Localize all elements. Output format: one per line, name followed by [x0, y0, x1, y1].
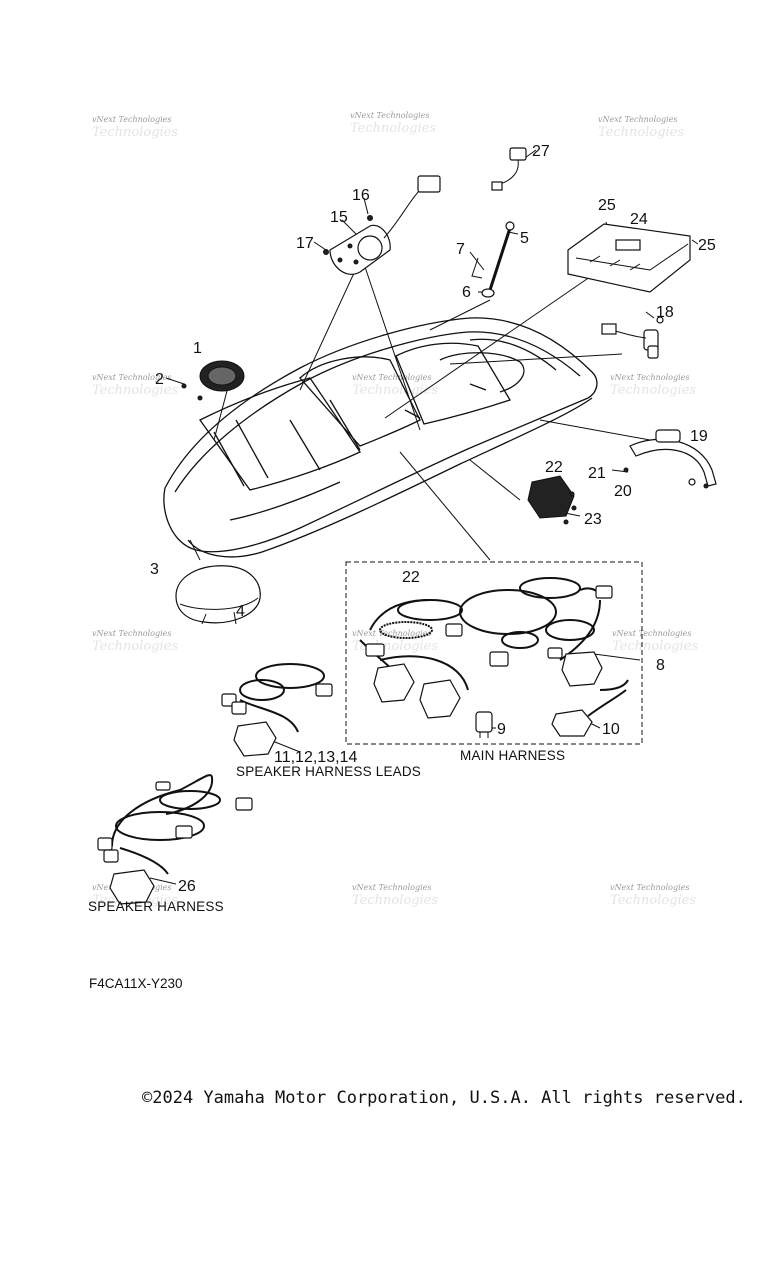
callout-26: 26 [178, 878, 196, 895]
svg-text:Technologies: Technologies [598, 125, 684, 140]
main-harness [359, 577, 629, 738]
main-harness-frame [345, 561, 643, 745]
captions: SPEAKER HARNESS LEADS MAIN HARNESS SPEAK… [88, 748, 565, 914]
callout-6: 6 [462, 284, 471, 301]
part-3-cover [175, 565, 261, 625]
svg-text:vNext Technologies: vNext Technologies [598, 115, 677, 124]
callout-1: 1 [193, 340, 202, 357]
callout-19: 19 [690, 428, 708, 445]
callout-17: 17 [296, 235, 314, 252]
svg-text:vNext Technologies: vNext Technologies [350, 111, 429, 120]
part-5-rod [471, 221, 515, 298]
caption-speaker-harness: SPEAKER HARNESS [88, 899, 224, 914]
callout-8: 8 [656, 657, 665, 674]
callout-3: 3 [150, 561, 159, 578]
speaker-harness-leads [221, 663, 333, 757]
callout-2: 2 [155, 371, 164, 388]
part-24-control-module [567, 223, 691, 293]
svg-text:vNext Technologies: vNext Technologies [92, 373, 171, 382]
svg-text:vNext Technologies: vNext Technologies [92, 629, 171, 638]
svg-text:Technologies: Technologies [610, 383, 696, 398]
svg-text:vNext Technologies: vNext Technologies [610, 373, 689, 382]
callout-9: 9 [497, 721, 506, 738]
callout-25-right: 25 [698, 237, 716, 254]
callout-21: 21 [588, 465, 606, 482]
boat-hull [163, 317, 598, 558]
leader-lines [149, 149, 699, 885]
svg-text:Technologies: Technologies [352, 639, 438, 654]
svg-text:vNext Technologies: vNext Technologies [92, 115, 171, 124]
speaker-harness [97, 774, 253, 905]
diagram-reference-code: F4CA11X-Y230 [89, 976, 183, 991]
callout-27: 27 [532, 143, 550, 160]
callout-25-left: 25 [598, 197, 616, 214]
callout-24: 24 [630, 211, 648, 228]
svg-text:Technologies: Technologies [92, 125, 178, 140]
callout-22-harness: 22 [402, 569, 420, 586]
callout-23: 23 [584, 511, 602, 528]
callout-7: 7 [456, 241, 465, 258]
callout-10: 10 [602, 721, 620, 738]
part-22-unit [527, 475, 577, 525]
caption-main-harness: MAIN HARNESS [460, 748, 565, 763]
callout-22-top: 22 [545, 459, 563, 476]
callout-18: 18 [656, 304, 674, 321]
svg-text:vNext Technologies: vNext Technologies [352, 629, 431, 638]
part-19-bracket [623, 429, 717, 489]
svg-text:Technologies: Technologies [350, 121, 436, 136]
callout-20: 20 [614, 483, 632, 500]
svg-text:vNext Technologies: vNext Technologies [352, 883, 431, 892]
svg-text:Technologies: Technologies [352, 893, 438, 908]
callout-16: 16 [352, 187, 370, 204]
caption-speaker-harness-leads: SPEAKER HARNESS LEADS [236, 764, 421, 779]
svg-text:vNext Technologies: vNext Technologies [352, 373, 431, 382]
callouts: 1 2 3 4 5 6 7 8 9 10 15 16 17 18 19 20 2… [150, 143, 716, 895]
svg-text:Technologies: Technologies [352, 383, 438, 398]
svg-text:Technologies: Technologies [92, 383, 178, 398]
part-27-sensor-lead [491, 147, 527, 191]
svg-text:vNext Technologies: vNext Technologies [612, 629, 691, 638]
callout-5: 5 [520, 230, 529, 247]
callout-15: 15 [330, 209, 348, 226]
copyright-notice: ©2024 Yamaha Motor Corporation, U.S.A. A… [142, 1088, 746, 1108]
part-15-speaker-bracket [323, 175, 441, 275]
svg-text:Technologies: Technologies [92, 639, 178, 654]
callout-4: 4 [236, 603, 245, 620]
svg-text:Technologies: Technologies [612, 639, 698, 654]
callout-11-14: 11,12,13,14 [274, 749, 357, 766]
part-18-switch [601, 316, 664, 359]
svg-text:vNext Technologies: vNext Technologies [610, 883, 689, 892]
svg-text:Technologies: Technologies [610, 893, 696, 908]
part-1-speaker [181, 360, 245, 401]
